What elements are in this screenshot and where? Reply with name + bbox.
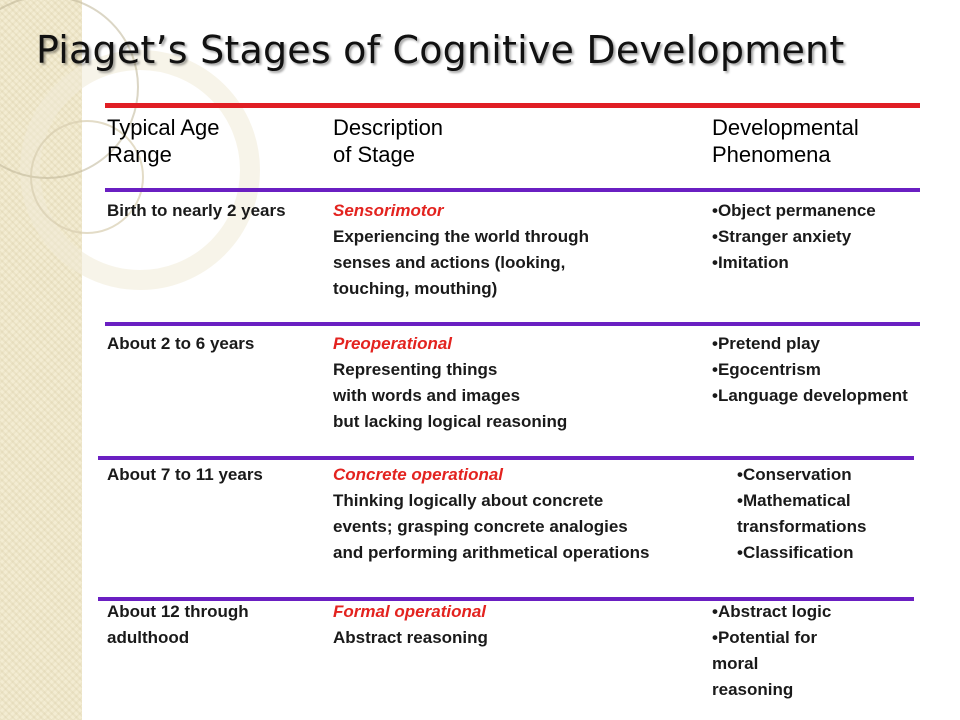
header-line: of Stage — [333, 142, 415, 167]
slide-title: Piaget’s Stages of Cognitive Development — [36, 28, 845, 72]
row-3-description: Concrete operational Thinking logically … — [333, 462, 649, 566]
row-2-phenomena: Pretend play Egocentrism Language develo… — [712, 331, 908, 409]
description-line: Thinking logically about concrete — [333, 491, 604, 510]
row-2-age: About 2 to 6 years — [107, 331, 254, 357]
phenomenon-continuation: transformations — [737, 517, 867, 536]
row-divider — [105, 188, 920, 192]
description-line: Representing things — [333, 360, 498, 379]
header-line: Phenomena — [712, 142, 831, 167]
age-line: About 2 to 6 years — [107, 334, 255, 353]
description-line: with words and images — [333, 386, 521, 405]
description-line: Experiencing the world through — [333, 227, 589, 246]
phenomenon-item: Classification — [737, 540, 866, 566]
phenomenon-item: Language development — [712, 383, 908, 409]
phenomenon-item: Potential for — [712, 625, 831, 651]
header-age-range: Typical Age Range — [107, 114, 220, 168]
age-line: adulthood — [107, 628, 190, 647]
stage-name: Sensorimotor — [333, 201, 444, 220]
row-4-description: Formal operational Abstract reasoning — [333, 599, 488, 651]
description-line: events; grasping concrete analogies — [333, 517, 628, 536]
header-line: Developmental — [712, 115, 859, 140]
row-3-phenomena: Conservation Mathematical transformation… — [737, 462, 866, 566]
phenomenon-item: Abstract logic — [712, 599, 831, 625]
header-description: Description of Stage — [333, 114, 443, 168]
row-1-age: Birth to nearly 2 years — [107, 198, 286, 224]
row-4-age: About 12 through adulthood — [107, 599, 249, 651]
age-line: Birth to nearly 2 years — [107, 201, 286, 220]
age-line: About 7 to 11 years — [107, 465, 263, 484]
row-2-description: Preoperational Representing things with … — [333, 331, 567, 435]
stage-name: Concrete operational — [333, 465, 504, 484]
phenomenon-item: Stranger anxiety — [712, 224, 876, 250]
age-line: About 12 through — [107, 602, 249, 621]
stage-name: Preoperational — [333, 334, 453, 353]
header-line: Typical Age — [107, 115, 220, 140]
description-line: and performing arithmetical operations — [333, 543, 650, 562]
phenomenon-item: Imitation — [712, 250, 876, 276]
header-phenomena: Developmental Phenomena — [712, 114, 859, 168]
header-line: Description — [333, 115, 444, 140]
description-line: senses and actions (looking, — [333, 253, 566, 272]
phenomenon-item: Object permanence — [712, 198, 876, 224]
header-line: Range — [107, 142, 172, 167]
phenomenon-item: Egocentrism — [712, 357, 908, 383]
phenomenon-item: Conservation — [737, 462, 866, 488]
description-line: but lacking logical reasoning — [333, 412, 568, 431]
row-divider — [105, 322, 920, 326]
stage-name: Formal operational — [333, 602, 487, 621]
phenomenon-continuation: moral — [712, 654, 759, 673]
phenomenon-continuation: reasoning — [712, 680, 794, 699]
row-divider — [98, 456, 914, 460]
row-1-description: Sensorimotor Experiencing the world thro… — [333, 198, 589, 302]
row-1-phenomena: Object permanence Stranger anxiety Imita… — [712, 198, 876, 276]
decorative-circle — [30, 120, 144, 234]
phenomenon-item: Mathematical — [737, 488, 866, 514]
description-line: Abstract reasoning — [333, 628, 488, 647]
description-line: touching, mouthing) — [333, 279, 498, 298]
row-3-age: About 7 to 11 years — [107, 462, 263, 488]
phenomenon-item: Pretend play — [712, 331, 908, 357]
row-4-phenomena: Abstract logic Potential for moral reaso… — [712, 599, 831, 703]
title-rule — [105, 103, 920, 108]
row-divider — [98, 597, 914, 601]
